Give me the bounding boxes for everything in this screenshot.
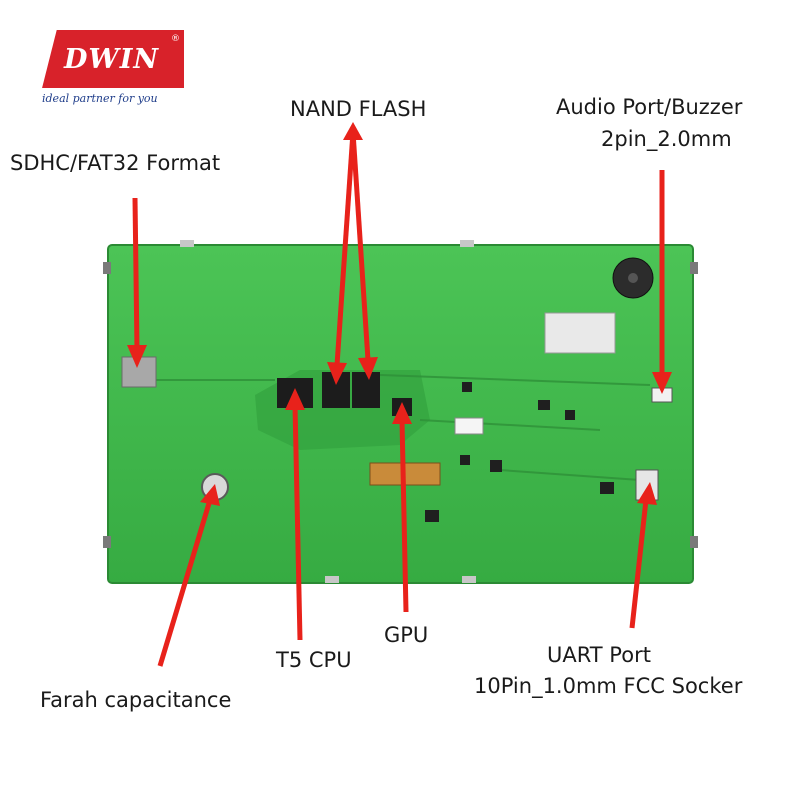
logo-tagline-bar [36, 88, 184, 112]
logo-brand: DWIN [64, 44, 160, 75]
arrow-t5cpu [292, 404, 303, 641]
arrow-uart [629, 499, 649, 629]
label-uart-line2: 10Pin_1.0mm FCC Socker [474, 674, 743, 698]
label-nand-flash: NAND FLASH [290, 97, 427, 121]
callout-arrows [127, 122, 672, 667]
white-component [454, 417, 484, 435]
arrow-gpu [399, 419, 409, 613]
nand-flash-chip-2 [352, 372, 380, 408]
label-farah-capacitance: Farah capacitance [40, 688, 232, 712]
label-sdhc: SDHC/FAT32 Format [10, 151, 221, 175]
logo-tagline: ideal partner for you [42, 92, 158, 105]
product-sticker [544, 312, 616, 354]
label-t5-cpu: T5 CPU [276, 648, 352, 672]
logo-registered-mark: ® [171, 34, 180, 44]
arrow-nand-left [334, 131, 356, 366]
arrow-farah [157, 499, 213, 667]
label-uart-line1: UART Port [547, 643, 651, 667]
label-audio-line2: 2pin_2.0mm [601, 127, 732, 151]
label-gpu: GPU [384, 623, 429, 647]
label-audio-line1: Audio Port/Buzzer [556, 95, 743, 119]
dwin-logo: DWIN ® ideal partner for you [36, 30, 184, 112]
arrow-sdhc [132, 197, 140, 351]
arrow-nand-right [350, 131, 371, 361]
